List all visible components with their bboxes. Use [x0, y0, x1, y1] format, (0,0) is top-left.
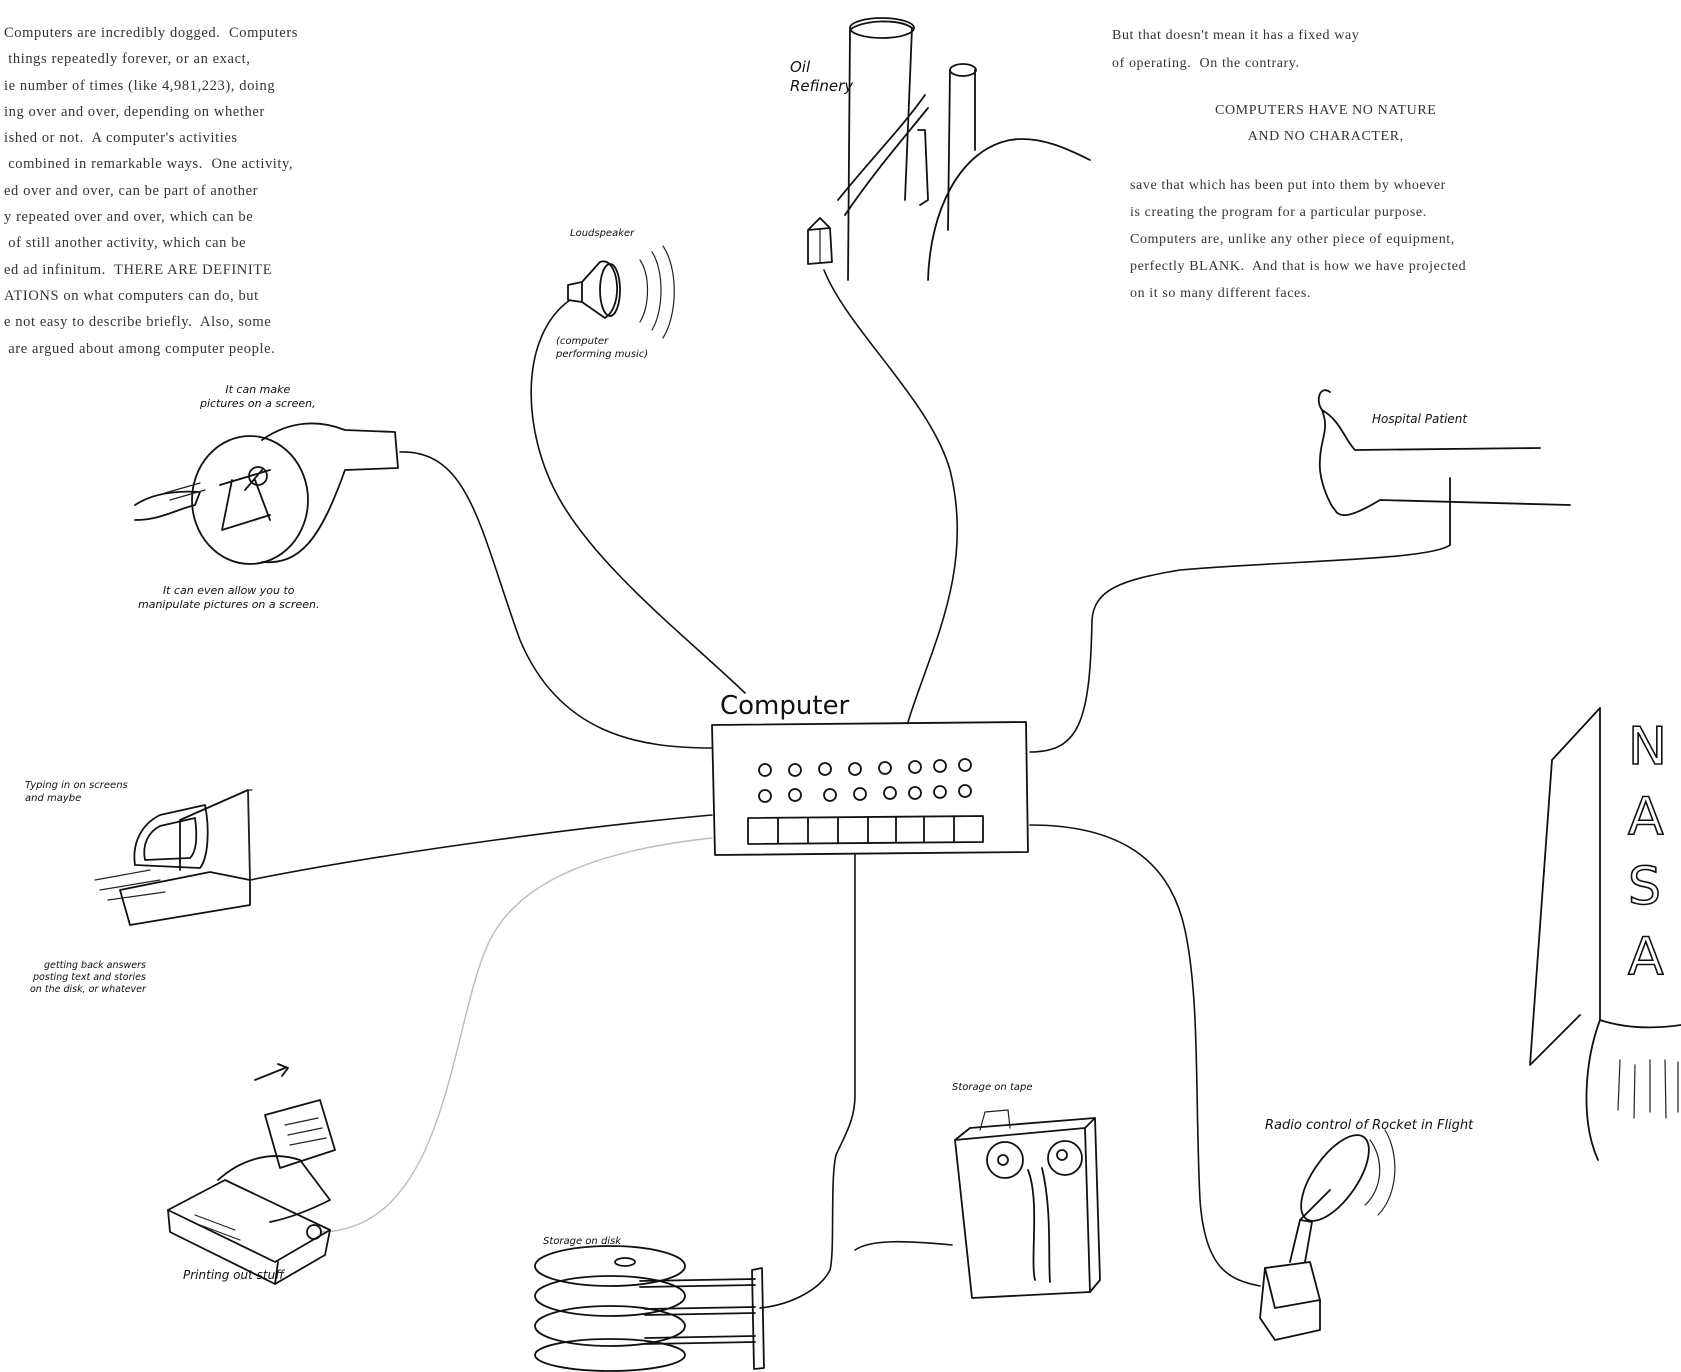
right-paragraph: save that which has been put into them b… — [1130, 172, 1466, 307]
typing-bottom-label: getting back answers posting text and st… — [30, 960, 146, 996]
loudspeaker-drawing — [568, 246, 674, 338]
computer-lights — [759, 759, 971, 802]
crt-screen-drawing — [135, 423, 398, 564]
pictures-bottom-label: It can even allow you to manipulate pict… — [138, 584, 319, 612]
wire-to-disk — [760, 855, 855, 1308]
computer-label: Computer — [720, 690, 849, 723]
connection-wires — [250, 230, 1450, 1308]
wire-to-radio — [1030, 825, 1260, 1286]
radio-dish-drawing — [1260, 1124, 1395, 1340]
typing-top-label: Typing in on screens and maybe — [25, 780, 128, 805]
wire-to-hospital — [1030, 545, 1450, 752]
wire-to-printer — [320, 838, 712, 1232]
tape-storage-drawing — [955, 1110, 1100, 1298]
left-paragraph: Computers are incredibly dogged. Compute… — [4, 20, 298, 362]
right-heading: COMPUTERS HAVE NO NATURE AND NO CHARACTE… — [1215, 98, 1436, 150]
right-intro: But that doesn't mean it has a fixed way… — [1112, 22, 1359, 78]
wire-to-screen — [400, 452, 712, 748]
wire-to-terminal — [250, 815, 712, 880]
computer-switch-panel — [748, 816, 983, 844]
printer-drawing — [168, 1064, 335, 1284]
nasa-lettering: N A S A — [1628, 712, 1667, 992]
wire-to-refinery — [824, 270, 957, 722]
oil-refinery-label: Oil Refinery — [790, 58, 853, 96]
wire-to-tape — [855, 1242, 952, 1250]
storage-disk-label: Storage on disk — [543, 1236, 621, 1249]
storage-tape-label: Storage on tape — [952, 1082, 1033, 1095]
hospital-patient-label: Hospital Patient — [1372, 412, 1467, 427]
disk-storage-drawing — [535, 1246, 764, 1371]
pictures-top-label: It can make pictures on a screen, — [200, 383, 316, 411]
printing-label: Printing out stuff — [183, 1268, 284, 1283]
radio-control-label: Radio control of Rocket in Flight — [1265, 1118, 1473, 1134]
computer-music-label: (computer performing music) — [556, 336, 648, 361]
terminal-drawing — [95, 790, 252, 925]
computer-box — [712, 722, 1028, 855]
loudspeaker-label: Loudspeaker — [570, 228, 634, 241]
